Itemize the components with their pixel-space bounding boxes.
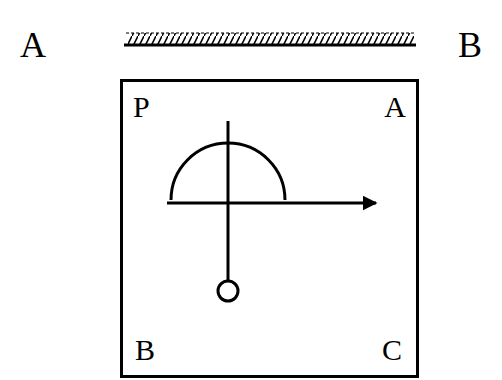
object-figure xyxy=(167,121,376,301)
corner-label: A xyxy=(384,92,406,122)
corner-label: B xyxy=(135,335,155,365)
plane-mirror xyxy=(124,33,416,45)
corner-label: P xyxy=(133,92,150,122)
mirror-end-label: A xyxy=(20,27,46,63)
corner-label: C xyxy=(382,335,402,365)
mirror-end-label: B xyxy=(458,27,482,63)
square-frame: P A B C xyxy=(120,79,419,378)
